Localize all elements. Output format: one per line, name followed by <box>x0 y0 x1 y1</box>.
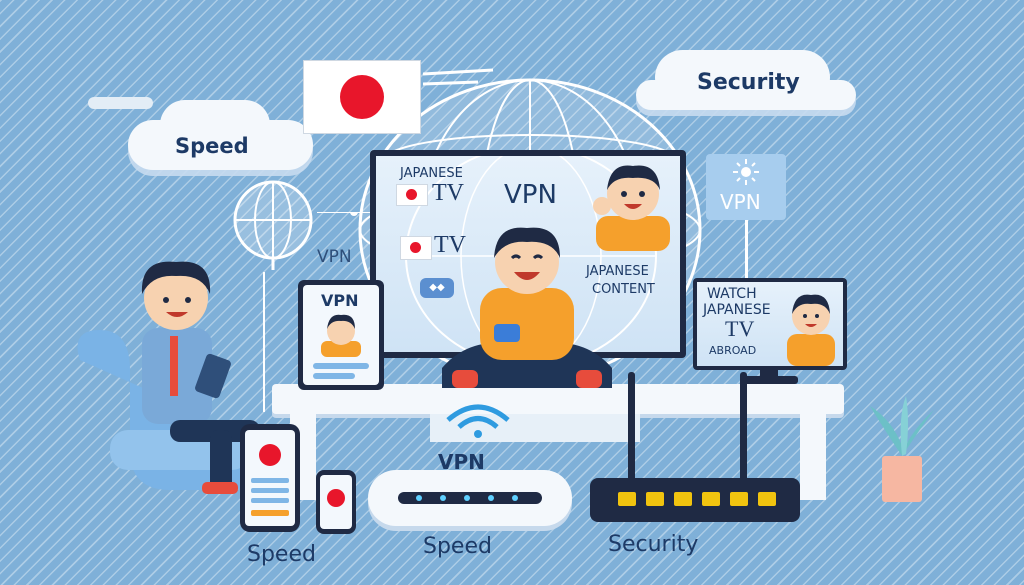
tag-japanese: JAPANESE <box>400 166 463 181</box>
japan-flag-large <box>303 60 421 134</box>
connector-line <box>263 212 372 412</box>
bottom-speed-label-1: Speed <box>247 542 316 567</box>
side-tv-base <box>740 376 798 384</box>
phone-large-screen <box>245 430 295 526</box>
phone-large-bar-4 <box>251 510 289 516</box>
side-tv-line3: TV <box>725 316 755 341</box>
japan-flag-screen-2 <box>400 236 432 260</box>
kid-sitting <box>442 227 612 388</box>
small-cloud <box>88 97 153 109</box>
tablet-kid <box>321 314 361 357</box>
side-tv: WATCH JAPANESE TV ABROAD <box>693 278 847 370</box>
side-tv-stand <box>760 368 778 378</box>
signal-lines <box>423 68 494 86</box>
phone-small <box>316 470 356 534</box>
side-tv-line2: JAPANESE <box>703 302 771 318</box>
badge-icon: ◆◆ <box>420 278 454 298</box>
phone-large-bar-1 <box>251 478 289 483</box>
security-router-antenna-left <box>628 372 635 482</box>
router-vpn-label: VPN <box>438 450 485 474</box>
tablet-vpn-label: VPN <box>321 291 359 310</box>
phone-large-bar-2 <box>251 488 289 493</box>
phone-small-flag-dot <box>327 489 345 507</box>
vpn-router <box>368 470 572 526</box>
router-light-strip <box>398 492 542 504</box>
phone-large-bar-3 <box>251 498 289 503</box>
man-in-chair <box>77 261 260 494</box>
bottom-speed-label-2: Speed <box>423 534 492 559</box>
phone-small-screen <box>320 475 352 529</box>
security-cloud-puff <box>655 50 830 105</box>
sun-burst-icon <box>733 159 759 185</box>
vpn-sign: VPN <box>706 154 786 220</box>
phone-large-flag-dot <box>259 444 281 466</box>
side-tv-line4: ABROAD <box>709 344 757 357</box>
small-globe-icon <box>233 180 313 270</box>
wifi-icon <box>446 404 510 438</box>
bottom-security-label: Security <box>608 532 699 557</box>
tag-tv-2: TV <box>434 232 466 258</box>
content-label-line2: CONTENT <box>592 282 655 297</box>
tv-table-leg-right <box>800 410 826 500</box>
potted-plant <box>870 396 934 502</box>
cloud-speed-label: Speed <box>175 134 249 158</box>
vpn-sign-post <box>745 220 748 280</box>
cloud-security-label: Security <box>697 70 800 95</box>
security-router-antenna-right <box>740 372 747 482</box>
tablet-bar-2 <box>313 373 355 379</box>
vpn-sign-label: VPN <box>720 190 761 214</box>
screen-vpn-label: VPN <box>504 180 557 210</box>
kid-on-side-tv <box>787 294 835 366</box>
speed-cloud-puff <box>160 100 270 150</box>
kid-on-screen <box>593 165 670 251</box>
side-tv-screen: WATCH JAPANESE TV ABROAD <box>697 282 843 366</box>
tag-tv-1: TV <box>432 180 464 206</box>
side-tv-line1: WATCH <box>707 286 757 302</box>
tablet-bar-1 <box>313 363 369 369</box>
standing-tablet-screen: VPN <box>303 285 379 385</box>
phone-large <box>240 424 300 532</box>
security-router <box>590 478 800 522</box>
japan-flag-screen-1 <box>396 184 428 206</box>
standing-tablet: VPN <box>298 280 384 390</box>
content-label-line1: JAPANESE <box>586 264 649 279</box>
tv-table-shelf <box>430 414 640 442</box>
floating-vpn-label: VPN <box>317 247 352 267</box>
